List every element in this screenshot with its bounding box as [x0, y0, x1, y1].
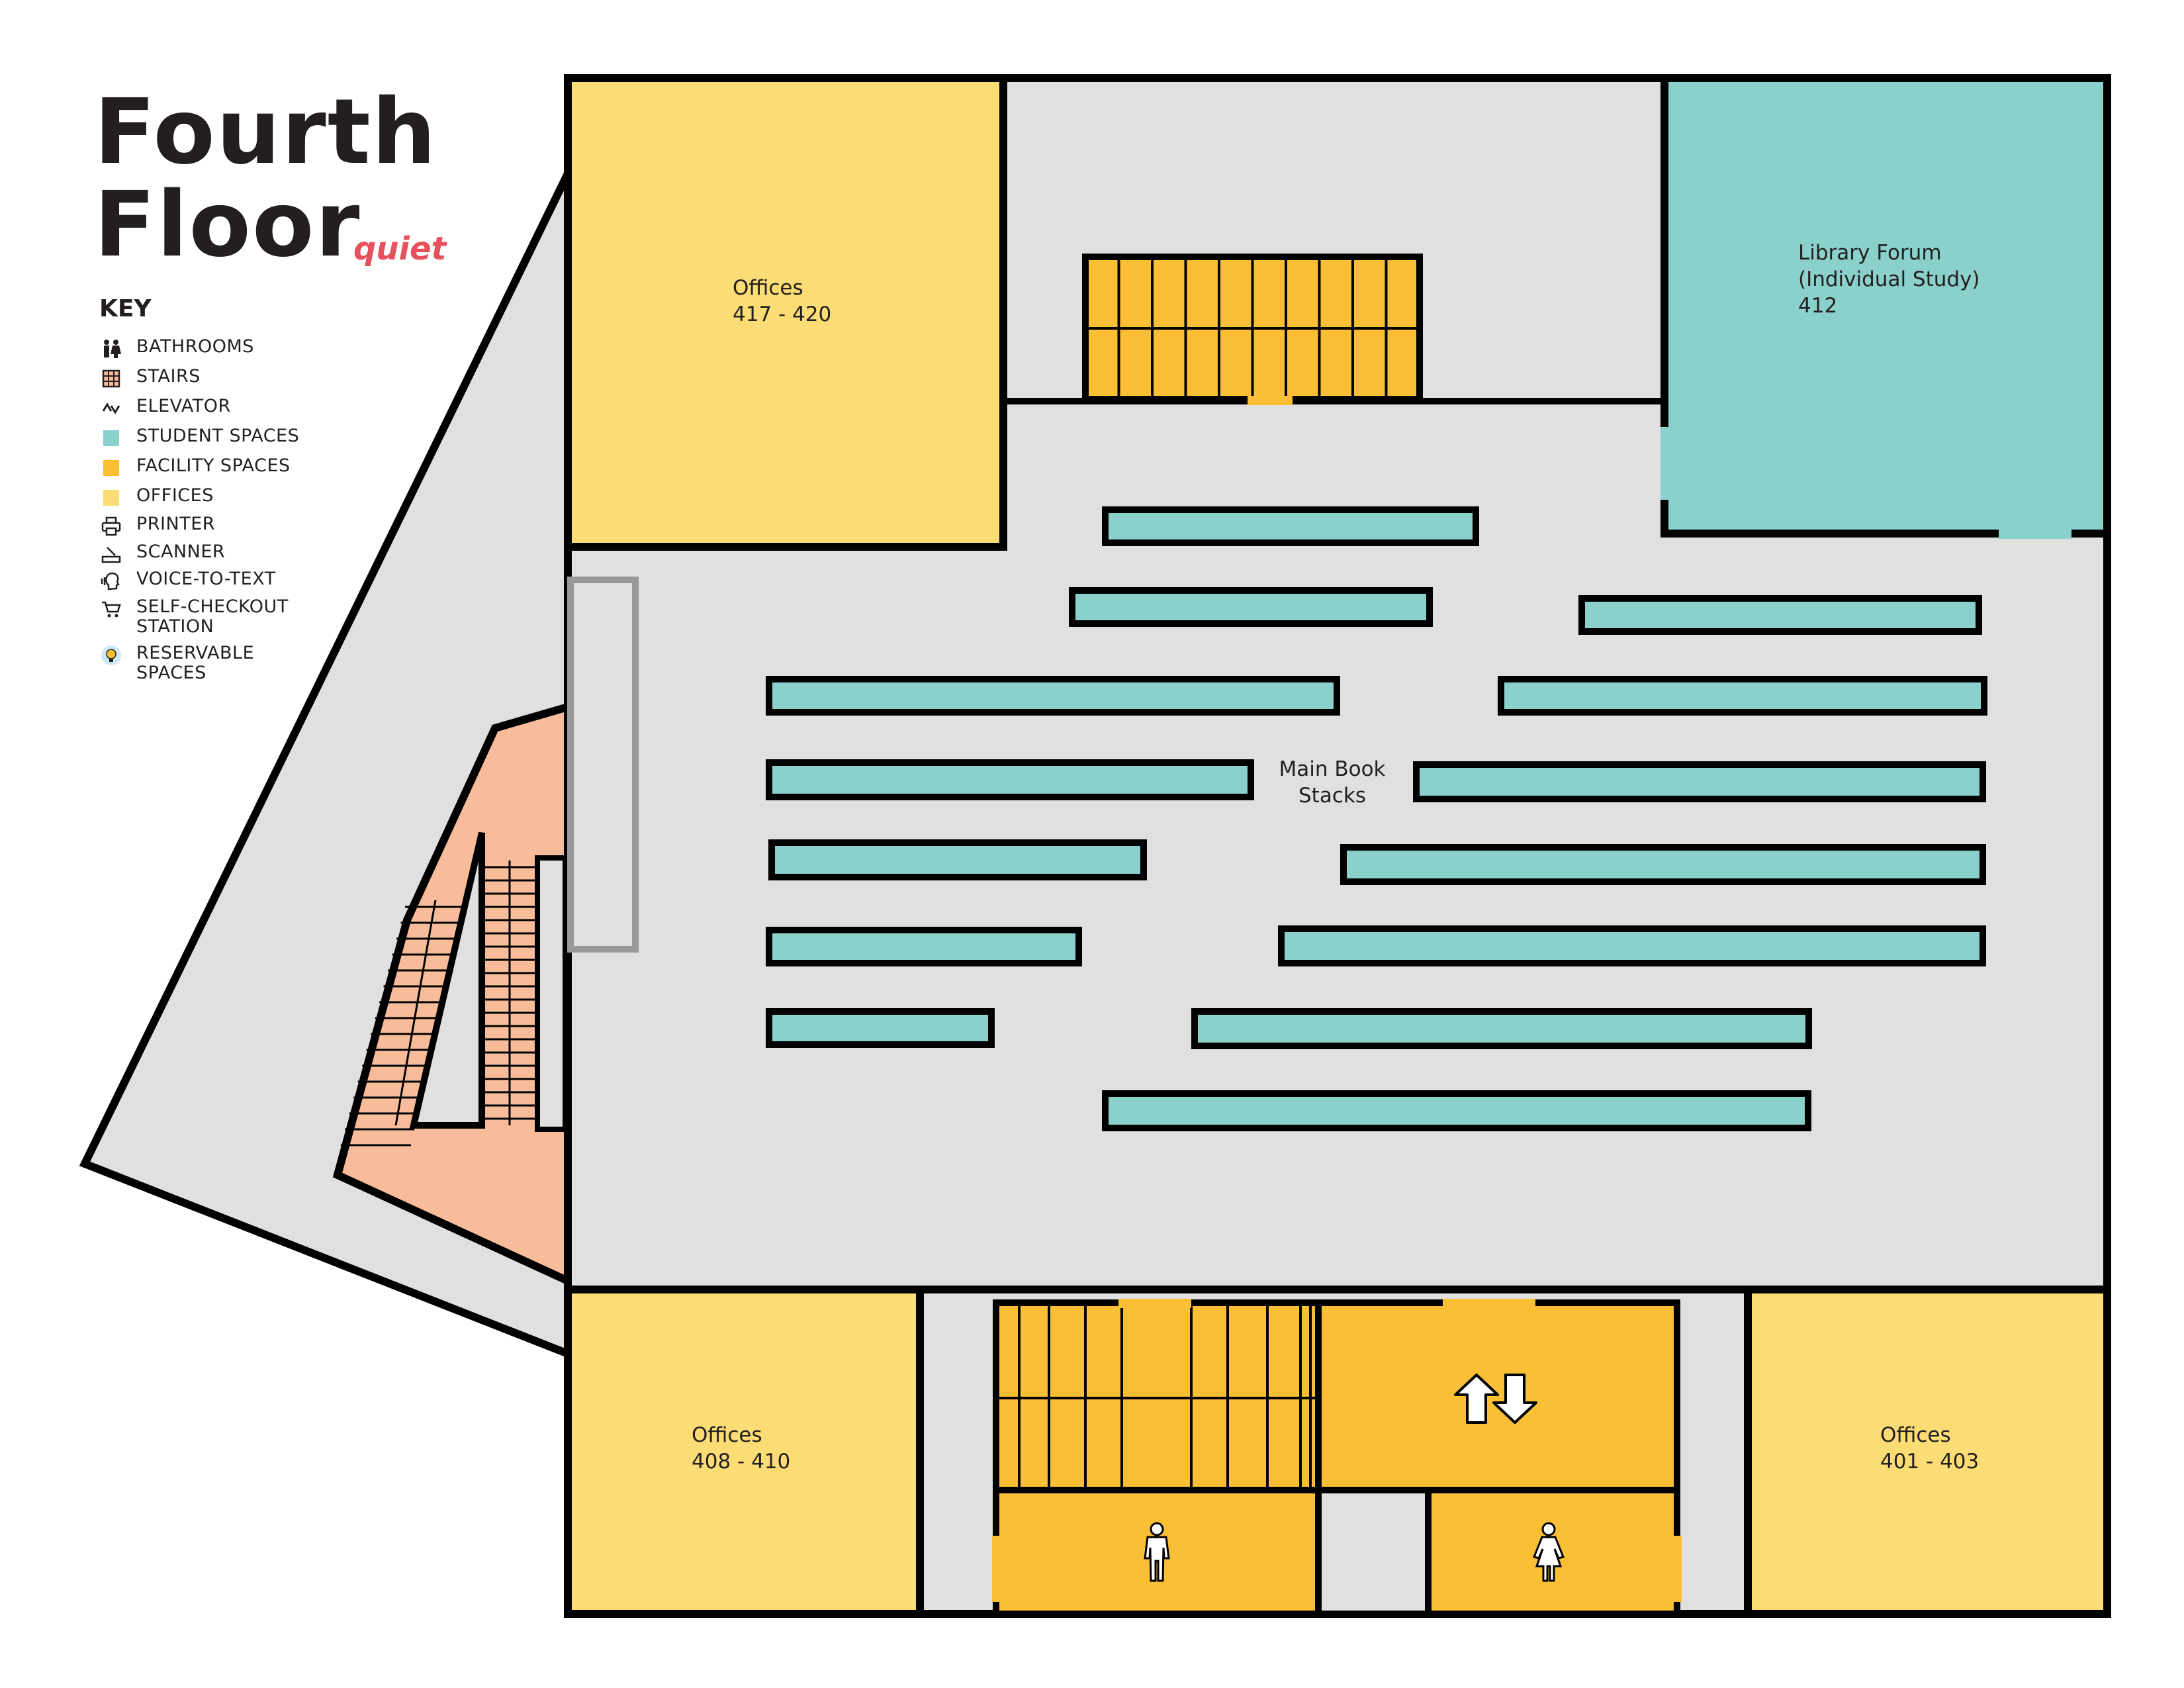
scanner-icon [101, 547, 121, 563]
offices-417-420[interactable] [564, 74, 1007, 551]
book-shelf [766, 676, 1340, 716]
key-item-bathrooms: BATHROOMS [99, 337, 254, 361]
key-item-voice-to-text: VOICE-TO-TEXT [99, 569, 276, 593]
south-stairs-door [1118, 1299, 1191, 1308]
page-title-line1: Fourth [94, 80, 437, 185]
offices-408-number: 408 - 410 [692, 1450, 790, 1474]
book-shelf [1413, 761, 1986, 802]
forum-south-door [1999, 530, 2071, 539]
book-shelf [1340, 844, 1986, 885]
key-item-elevator: ELEVATOR [99, 397, 231, 420]
key-label-voice-to-text: VOICE-TO-TEXT [136, 569, 276, 589]
library-forum-sub: (Individual Study) [1798, 267, 1980, 291]
key-label-self-checkout: SELF-CHECKOUT STATION [136, 596, 289, 637]
book-shelf [1069, 587, 1433, 627]
library-forum-412[interactable] [1661, 74, 2111, 538]
offices-401-403[interactable] [1744, 1286, 2111, 1618]
stacks-label-2: Stacks [1298, 784, 1366, 808]
south-stairs[interactable] [993, 1299, 1322, 1493]
key-label-facility-spaces: FACILITY SPACES [136, 455, 291, 476]
library-forum-label: Library Forum [1798, 241, 1942, 265]
mens-door [992, 1536, 1001, 1602]
key-item-facility-spaces: FACILITY SPACES [99, 456, 291, 480]
men-restroom-icon [1144, 1522, 1170, 1582]
page-title-line2: Floor [94, 173, 361, 277]
offices-401-label: Offices [1880, 1423, 1951, 1447]
offices-417-label: Offices [733, 276, 803, 300]
restroom-corridor [1315, 1487, 1432, 1617]
key-label-offices: OFFICES [136, 485, 214, 506]
stacks-label-1: Main Book [1279, 757, 1385, 781]
self-checkout-icon [102, 601, 121, 618]
south-stairs-steps [996, 1303, 1318, 1490]
key-title: KEY [99, 295, 152, 322]
key-label-stairs: STAIRS [136, 366, 201, 387]
west-stairs [340, 861, 535, 1147]
key-item-scanner: SCANNER [99, 542, 225, 566]
offices-swatch [103, 490, 119, 506]
reservable-spaces-icon [101, 645, 121, 665]
elevator-icon [102, 402, 120, 414]
book-shelf [766, 759, 1254, 800]
book-shelf [1102, 1090, 1811, 1131]
offices-408-label: Offices [692, 1423, 762, 1447]
book-stacks [766, 506, 1987, 1131]
book-shelf [1498, 676, 1987, 716]
west-wall-counter [567, 577, 639, 953]
key-item-reservable-spaces: RESERVABLE SPACES [99, 643, 254, 683]
book-shelf [1278, 925, 1986, 966]
offices-408-410[interactable] [564, 1286, 924, 1618]
key-label-printer: PRINTER [136, 514, 216, 534]
key-item-self-checkout: SELF-CHECKOUT STATION [99, 597, 289, 637]
student-spaces-swatch [103, 430, 119, 446]
key-item-stairs: STAIRS [99, 367, 201, 391]
stairwell-void [409, 831, 485, 1129]
offices-417-number: 417 - 420 [733, 303, 831, 326]
womens-door [1672, 1536, 1682, 1602]
elevator-lobby[interactable] [1315, 1299, 1680, 1493]
book-shelf [766, 927, 1082, 966]
stairs-icon [102, 369, 120, 388]
elevator-icon [1454, 1374, 1537, 1424]
printer-icon [101, 516, 121, 536]
book-shelf [766, 1008, 995, 1048]
stairwell-railing [535, 855, 568, 1132]
key-label-student-spaces: STUDENT SPACES [136, 426, 300, 446]
forum-west-door [1661, 427, 1670, 500]
facility-spaces-swatch [103, 460, 119, 476]
voice-to-text-icon [101, 572, 120, 590]
key-label-scanner: SCANNER [136, 541, 226, 562]
book-shelf [768, 839, 1147, 880]
north-stairs-steps [1085, 257, 1420, 399]
book-shelf [1578, 595, 1982, 635]
key-label-bathrooms: BATHROOMS [136, 336, 254, 357]
key-item-student-spaces: STUDENT SPACES [99, 426, 299, 450]
book-shelf [1102, 506, 1479, 546]
women-restroom-icon [1532, 1522, 1565, 1582]
key-label-elevator: ELEVATOR [136, 396, 231, 416]
key-label-reservable-spaces: RESERVABLE SPACES [136, 643, 255, 683]
key-item-offices: OFFICES [99, 486, 214, 510]
bathrooms-icon [104, 340, 121, 358]
stair-rail [394, 900, 437, 1126]
library-forum-number: 412 [1798, 294, 1837, 318]
offices-401-number: 401 - 403 [1880, 1450, 1979, 1474]
key-item-printer: PRINTER [99, 514, 215, 538]
book-shelf [1191, 1008, 1812, 1049]
elevator-door [1443, 1299, 1535, 1308]
north-stairs-doorway [1248, 396, 1293, 405]
floor-subtitle: quiet [353, 230, 447, 267]
